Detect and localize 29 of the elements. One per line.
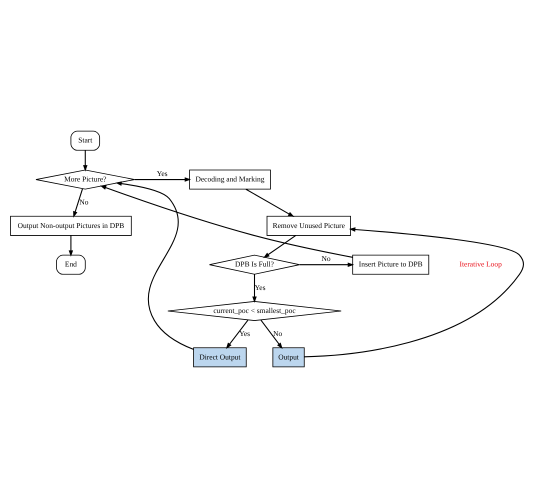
edge-label: No xyxy=(79,198,88,207)
edge-label: Yes xyxy=(254,282,266,292)
node-diamond: DPB Is Full? xyxy=(209,254,300,275)
arrow xyxy=(115,181,194,350)
edge-label: No xyxy=(273,329,282,338)
node-box: Direct Output xyxy=(193,347,247,368)
node-box: End xyxy=(56,254,86,275)
arrow xyxy=(304,227,524,358)
node-box: Remove Unused Picture xyxy=(266,216,351,236)
edge-label: Yes xyxy=(239,329,250,338)
arrow xyxy=(134,177,192,182)
node-diamond: current_poc < smallest_poc xyxy=(167,301,342,321)
arrow xyxy=(226,320,248,349)
label: Iterative Loop xyxy=(459,260,502,269)
arrow xyxy=(73,188,84,218)
arrow xyxy=(263,235,296,258)
node-box: Output Non-output Pictures in DPB xyxy=(10,216,132,236)
node-box: Start xyxy=(70,130,100,151)
arrow xyxy=(68,236,74,257)
arrow xyxy=(260,320,283,349)
arrow xyxy=(300,262,354,267)
arrow xyxy=(252,274,257,303)
edge-label: No xyxy=(322,254,331,264)
arrow xyxy=(83,150,88,172)
arrow xyxy=(246,188,294,218)
edge-label: Yes xyxy=(156,168,168,178)
node-box: Output xyxy=(272,347,305,368)
node-box: Insert Picture to DPB xyxy=(352,254,430,275)
node-box: Decoding and Marking xyxy=(189,170,271,190)
